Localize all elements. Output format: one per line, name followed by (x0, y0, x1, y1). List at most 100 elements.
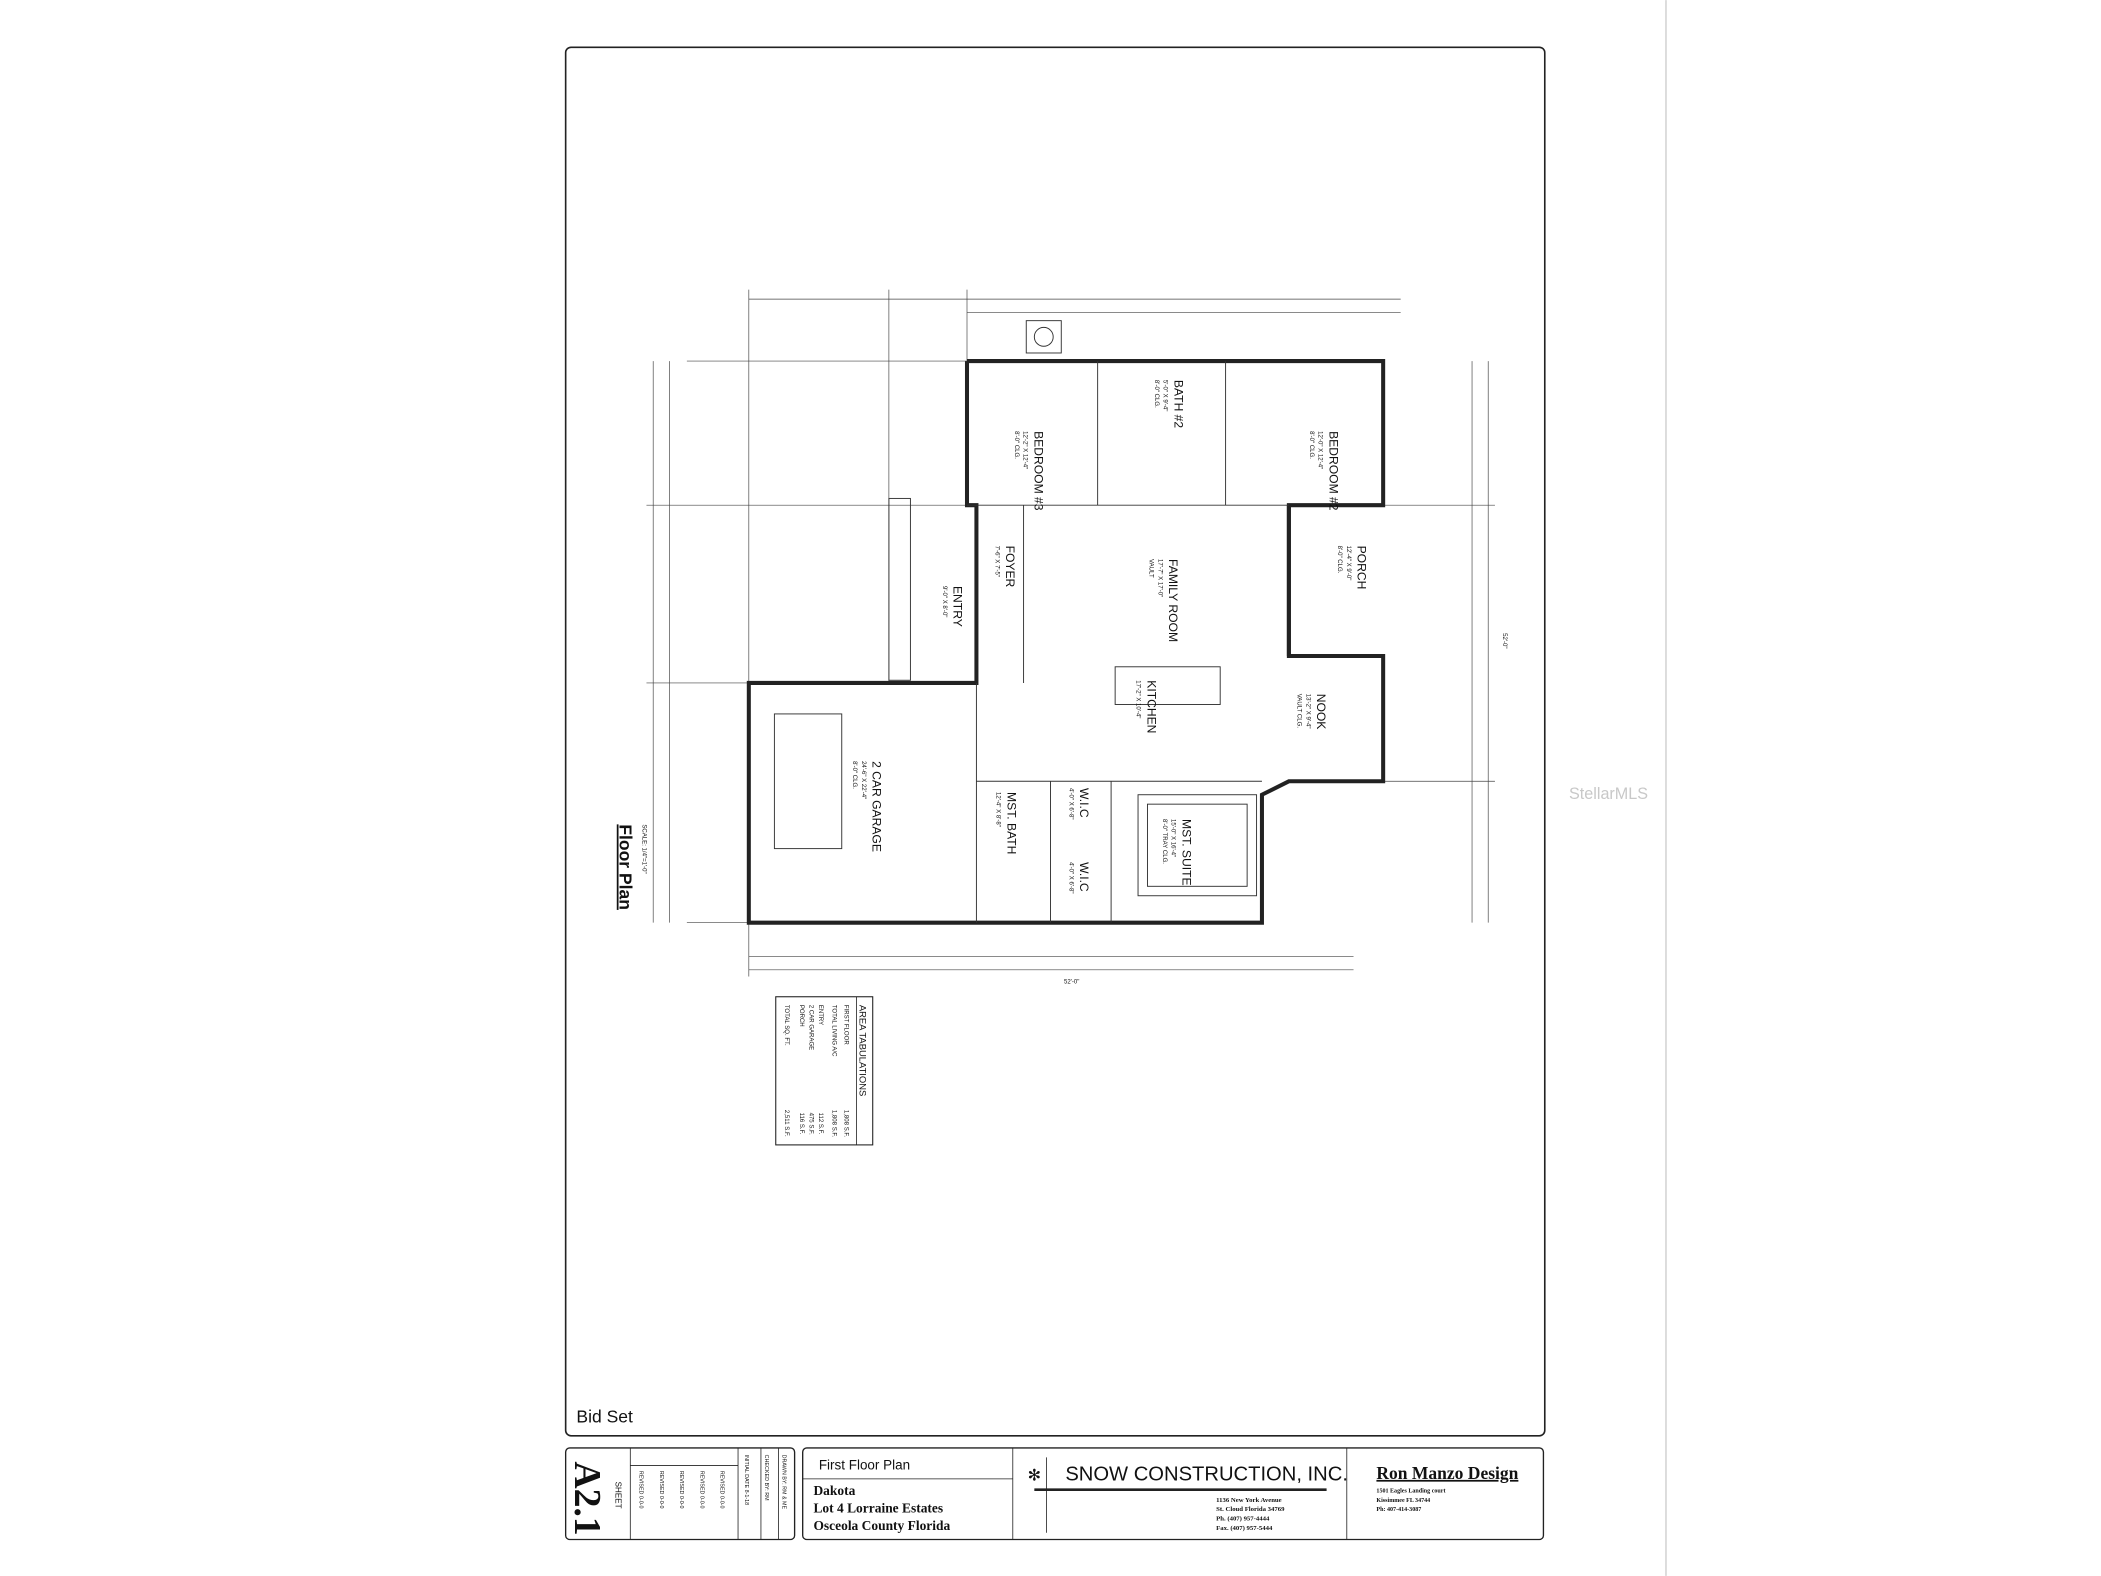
room-bedroom-3: BEDROOM #312'-2" X 12'-4"8'-0" CLG. (1013, 431, 1046, 511)
svg-text:1501 Eagles Landing court: 1501 Eagles Landing court (1376, 1488, 1445, 1494)
svg-text:CHECKED BY: RM: CHECKED BY: RM (763, 1455, 769, 1502)
svg-text:17'-2" X 10'-4": 17'-2" X 10'-4" (1135, 680, 1141, 718)
svg-text:4'-0" X 6'-8": 4'-0" X 6'-8" (1067, 788, 1073, 819)
overall-depth: 52'-0" (1501, 633, 1507, 648)
svg-text:8'-0" TRAY CLG.: 8'-0" TRAY CLG. (1161, 819, 1167, 864)
svg-text:4'-0" X 6'-8": 4'-0" X 6'-8" (1067, 862, 1073, 893)
svg-text:TOTAL LIVING A/C: TOTAL LIVING A/C (830, 1005, 836, 1057)
overall-width: 52'-0" (1064, 979, 1079, 985)
svg-text:REVISED 0-0-0: REVISED 0-0-0 (658, 1471, 664, 1509)
svg-text:2,511 S.F.: 2,511 S.F. (783, 1110, 789, 1137)
svg-text:8'-0" CLG.: 8'-0" CLG. (1153, 380, 1159, 408)
svg-text:FAMILY ROOM: FAMILY ROOM (1166, 559, 1180, 642)
svg-text:1,808 S.F.: 1,808 S.F. (830, 1110, 836, 1138)
svg-text:Lot 4 Lorraine Estates: Lot 4 Lorraine Estates (813, 1501, 943, 1516)
area-tabulations: AREA TABULATIONS FIRST FLOOR 1,808 S.F. T… (775, 996, 874, 1146)
sheet-border (564, 46, 1546, 1437)
svg-text:BATH #2: BATH #2 (1171, 380, 1185, 428)
svg-text:AREA TABULATIONS: AREA TABULATIONS (857, 1005, 868, 1096)
builder-name: SNOW CONSTRUCTION, INC. (1065, 1463, 1348, 1485)
svg-text:7'-6" X 7'-5": 7'-6" X 7'-5" (993, 546, 999, 577)
svg-text:12'-4" X 8'-8": 12'-4" X 8'-8" (995, 792, 1001, 827)
svg-text:12'-4" X 9'-0": 12'-4" X 9'-0" (1345, 546, 1351, 581)
svg-text:REVISED 0-0-0: REVISED 0-0-0 (719, 1471, 725, 1509)
svg-text:PORCH: PORCH (1355, 546, 1369, 590)
svg-text:TOTAL SQ. FT.: TOTAL SQ. FT. (783, 1005, 789, 1046)
svg-text:W.I.C: W.I.C (1077, 788, 1091, 818)
svg-text:W.I.C: W.I.C (1077, 862, 1091, 892)
room-entry: ENTRY 9'-0" X 8'-0" (941, 586, 965, 627)
svg-text:2 CAR GARAGE: 2 CAR GARAGE (870, 761, 884, 852)
svg-text:REVISED 0-0-0: REVISED 0-0-0 (638, 1471, 644, 1509)
svg-text:VAULT CLG.: VAULT CLG. (1296, 694, 1302, 729)
sheet-number: A2.1 (566, 1461, 608, 1535)
svg-text:8'-0" CLG.: 8'-0" CLG. (851, 761, 857, 789)
bid-set-label: Bid Set (576, 1406, 633, 1426)
svg-text:FOYER: FOYER (1003, 546, 1017, 588)
svg-text:12'-2" X 12'-4": 12'-2" X 12'-4" (1022, 431, 1028, 469)
room-porch: PORCH 12'-4" X 9'-0"8'-0" CLG. (1336, 546, 1369, 590)
title-block: A2.1 SHEET REVISED 0-0-0 REVISED 0-0-0 R… (564, 1447, 1545, 1541)
svg-text:2 CAR GARAGE: 2 CAR GARAGE (807, 1005, 813, 1050)
room-labels: BEDROOM #312'-2" X 12'-4"8'-0" CLG. BATH… (851, 380, 1507, 985)
plan-scale: SCALE: 1/4"=1'-0" (640, 824, 646, 873)
svg-text:8'-0" CLG.: 8'-0" CLG. (1308, 431, 1314, 459)
room-2-car-garage: 2 CAR GARAGE 24'-6" X 22'-4"8'-0" CLG. (851, 761, 884, 852)
room-bedroom-2: BEDROOM #212'-0" X 12'-4"8'-0" CLG. (1308, 431, 1341, 511)
svg-text:24'-6" X 22'-4": 24'-6" X 22'-4" (860, 761, 866, 799)
svg-text:Osceola County Florida: Osceola County Florida (813, 1518, 950, 1533)
svg-text:112 S.F.: 112 S.F. (817, 1113, 823, 1135)
room-foyer: FOYER 7'-6" X 7'-5" (993, 546, 1017, 588)
svg-text:Ph. (407) 957-4444: Ph. (407) 957-4444 (1216, 1516, 1270, 1523)
svg-text:Ph: 407-414-3087: Ph: 407-414-3087 (1376, 1507, 1421, 1513)
svg-text:8'-0" CLG.: 8'-0" CLG. (1336, 546, 1342, 574)
room-nook: NOOK 13'-2" X 9'-4"VAULT CLG. (1296, 694, 1329, 730)
svg-text:ENTRY: ENTRY (951, 586, 965, 627)
svg-text:MST. BATH: MST. BATH (1004, 792, 1018, 854)
svg-text:5'-0" X 9'-4": 5'-0" X 9'-4" (1162, 380, 1168, 411)
svg-text:9'-0" X 8'-0": 9'-0" X 8'-0" (941, 586, 947, 617)
walls (746, 320, 1386, 925)
svg-text:15'-0" X 16'-4": 15'-0" X 16'-4" (1170, 819, 1176, 857)
sheet-label: SHEET (613, 1482, 622, 1509)
svg-text:Kissimmee FL 34744: Kissimmee FL 34744 (1376, 1498, 1430, 1504)
svg-text:MST. SUITE: MST. SUITE (1179, 819, 1193, 886)
svg-text:KITCHEN: KITCHEN (1144, 680, 1158, 733)
svg-text:116 S.F.: 116 S.F. (798, 1113, 804, 1135)
svg-text:8'-0" CLG.: 8'-0" CLG. (1013, 431, 1019, 459)
room-family-room: FAMILY ROOM 17'-7" X 17'-0"VAULT (1147, 559, 1180, 642)
svg-text:St. Cloud Florida 34769: St. Cloud Florida 34769 (1216, 1506, 1285, 1513)
svg-text:INITIAL DATE 8-1-18: INITIAL DATE 8-1-18 (743, 1455, 749, 1505)
svg-text:Floor Plan: Floor Plan (616, 824, 636, 910)
room-bath-2: BATH #25'-0" X 9'-4"8'-0" CLG. (1153, 380, 1186, 428)
svg-text:17'-7" X 17'-0": 17'-7" X 17'-0" (1156, 559, 1162, 597)
room-wic-1: W.I.C 4'-0" X 6'-8" (1067, 788, 1091, 819)
svg-text:1136 New York Avenue: 1136 New York Avenue (1216, 1497, 1282, 1504)
snowflake-icon: ✻ (1028, 1466, 1042, 1484)
plan-title: Floor Plan SCALE: 1/4"=1'-0" (616, 824, 647, 910)
svg-text:BEDROOM #3: BEDROOM #3 (1031, 431, 1045, 511)
project-name: Dakota (813, 1483, 855, 1498)
watermark: StellarMLS (1569, 785, 1648, 803)
svg-text:FIRST FLOOR: FIRST FLOOR (842, 1005, 848, 1046)
designer-name: Ron Manzo Design (1376, 1463, 1518, 1483)
svg-text:PORCH: PORCH (798, 1005, 804, 1027)
svg-text:Fax. (407) 957-5444: Fax. (407) 957-5444 (1216, 1525, 1273, 1532)
svg-text:12'-0" X 12'-4": 12'-0" X 12'-4" (1317, 431, 1323, 469)
svg-text:DRAWN BY: RM & ME: DRAWN BY: RM & ME (780, 1455, 786, 1510)
svg-text:VAULT: VAULT (1147, 559, 1153, 578)
svg-text:13'-2" X 9'-4": 13'-2" X 9'-4" (1304, 694, 1310, 729)
svg-text:ENTRY: ENTRY (817, 1005, 823, 1025)
room-wic-2: W.I.C 4'-0" X 6'-8" (1067, 862, 1091, 893)
drawing-title: First Floor Plan (819, 1457, 910, 1472)
svg-text:BEDROOM #2: BEDROOM #2 (1326, 431, 1340, 511)
svg-text:NOOK: NOOK (1314, 694, 1328, 730)
svg-text:475 S.F.: 475 S.F. (807, 1113, 813, 1136)
svg-text:REVISED 0-0-0: REVISED 0-0-0 (698, 1471, 704, 1509)
svg-text:REVISED 0-0-0: REVISED 0-0-0 (678, 1471, 684, 1509)
svg-text:1,808 S.F.: 1,808 S.F. (842, 1110, 848, 1138)
